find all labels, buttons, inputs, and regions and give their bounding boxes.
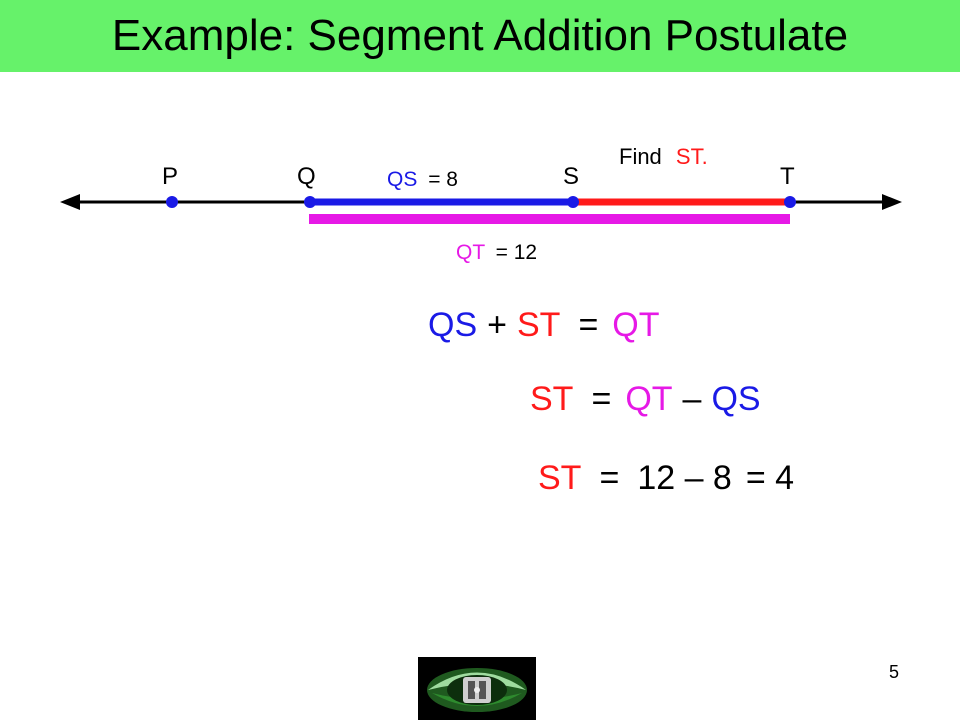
eq3-result: = 4 [745, 459, 795, 497]
eq2-qs: QS [711, 380, 761, 418]
equation-3: ST = 12 – 8 = 4 [538, 459, 794, 498]
qt-value: = 12 [496, 241, 537, 264]
label-q: Q [297, 163, 316, 190]
qt-length-label: QT = 12 [456, 241, 537, 264]
eq3-expr: 12 – 8 [637, 459, 732, 497]
eq3-st: ST [538, 459, 582, 497]
point-t [784, 196, 796, 208]
eq2-st: ST [530, 380, 574, 418]
qs-name: QS [387, 168, 417, 191]
eq1-st: ST [516, 306, 561, 344]
qs-length-label: QS = 8 [387, 168, 458, 191]
segment-qt-bar [309, 214, 790, 224]
eye-shape-logo-icon [418, 657, 536, 720]
eq1-qt: QT [612, 306, 660, 344]
eq2-minus: – [682, 380, 702, 418]
find-target: ST. [676, 144, 708, 169]
eq1-equals: = [578, 306, 599, 344]
equation-1: QS+ST = QT [428, 306, 660, 345]
qt-name: QT [456, 241, 485, 264]
page-number: 5 [889, 662, 900, 682]
slide-title: Example: Segment Addition Postulate [111, 11, 849, 60]
label-p: P [162, 163, 178, 190]
eq1-qs: QS [428, 306, 478, 344]
equation-2: ST = QT–QS [530, 380, 761, 419]
eq2-qt: QT [625, 380, 673, 418]
right-arrow-icon [882, 194, 902, 210]
label-s: S [563, 163, 579, 190]
find-label: Find ST. [619, 144, 708, 169]
eq3-equals: = [599, 459, 620, 497]
point-s [567, 196, 579, 208]
point-q [304, 196, 316, 208]
find-word: Find [619, 144, 662, 169]
eq2-equals: = [591, 380, 612, 418]
point-p [166, 196, 178, 208]
eq1-plus: + [487, 306, 507, 344]
label-t: T [780, 163, 795, 190]
left-arrow-icon [60, 194, 80, 210]
qs-value: = 8 [428, 168, 458, 191]
title-bar: Example: Segment Addition Postulate [0, 0, 960, 72]
